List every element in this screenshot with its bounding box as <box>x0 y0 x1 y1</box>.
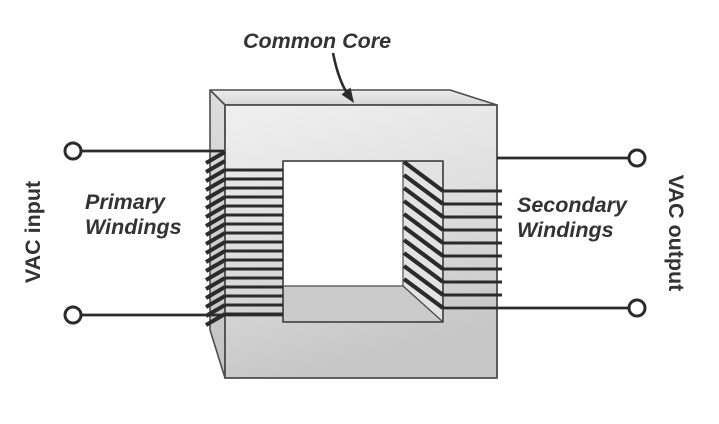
winding-turn <box>402 212 445 245</box>
winding-turn <box>204 204 227 219</box>
winding-turn <box>204 285 227 300</box>
secondary-winding <box>402 160 502 310</box>
winding-turn <box>402 225 445 258</box>
winding-turn <box>204 276 227 291</box>
winding-turn <box>204 249 227 264</box>
winding-turn <box>204 195 227 210</box>
primary-windings-label-line2: Windings <box>85 215 182 239</box>
winding-turn <box>204 240 227 255</box>
winding-turn <box>204 294 227 309</box>
winding-turn <box>204 222 227 237</box>
terminal-output-top <box>627 148 647 168</box>
terminals <box>63 141 647 325</box>
vac-input-label: VAC input <box>21 181 45 283</box>
secondary-windings-label-line2: Windings <box>517 218 614 242</box>
winding-turn <box>204 150 227 165</box>
terminal-output-bottom <box>627 298 647 318</box>
winding-turn <box>204 168 227 183</box>
winding-turn <box>204 177 227 192</box>
winding-turn <box>402 173 445 206</box>
arrow-curve <box>331 52 349 94</box>
winding-turn <box>402 186 445 219</box>
arrowhead-icon <box>341 87 354 103</box>
winding-turn <box>204 186 227 201</box>
winding-turn <box>204 267 227 282</box>
winding-turn <box>402 277 445 310</box>
winding-turn <box>402 251 445 284</box>
primary-winding <box>204 150 283 327</box>
core-top-face <box>209 89 498 106</box>
secondary-windings-label-line1: Secondary <box>517 193 628 217</box>
winding-turn <box>402 238 445 271</box>
winding-turn <box>204 303 227 318</box>
winding-turn <box>204 312 227 327</box>
winding-turn <box>204 258 227 273</box>
primary-windings-label-line1: Primary <box>85 190 166 214</box>
terminal-input-bottom <box>63 305 83 325</box>
winding-turn <box>402 264 445 297</box>
winding-turn <box>204 213 227 228</box>
winding-turn <box>204 231 227 246</box>
common-core-label: Common Core <box>243 29 391 53</box>
terminal-input-top <box>63 141 83 161</box>
winding-turn <box>402 199 445 232</box>
winding-turn <box>204 159 227 174</box>
winding-turn <box>402 160 445 193</box>
common-core-pointer <box>331 52 354 103</box>
vac-output-label: VAC output <box>664 175 688 292</box>
